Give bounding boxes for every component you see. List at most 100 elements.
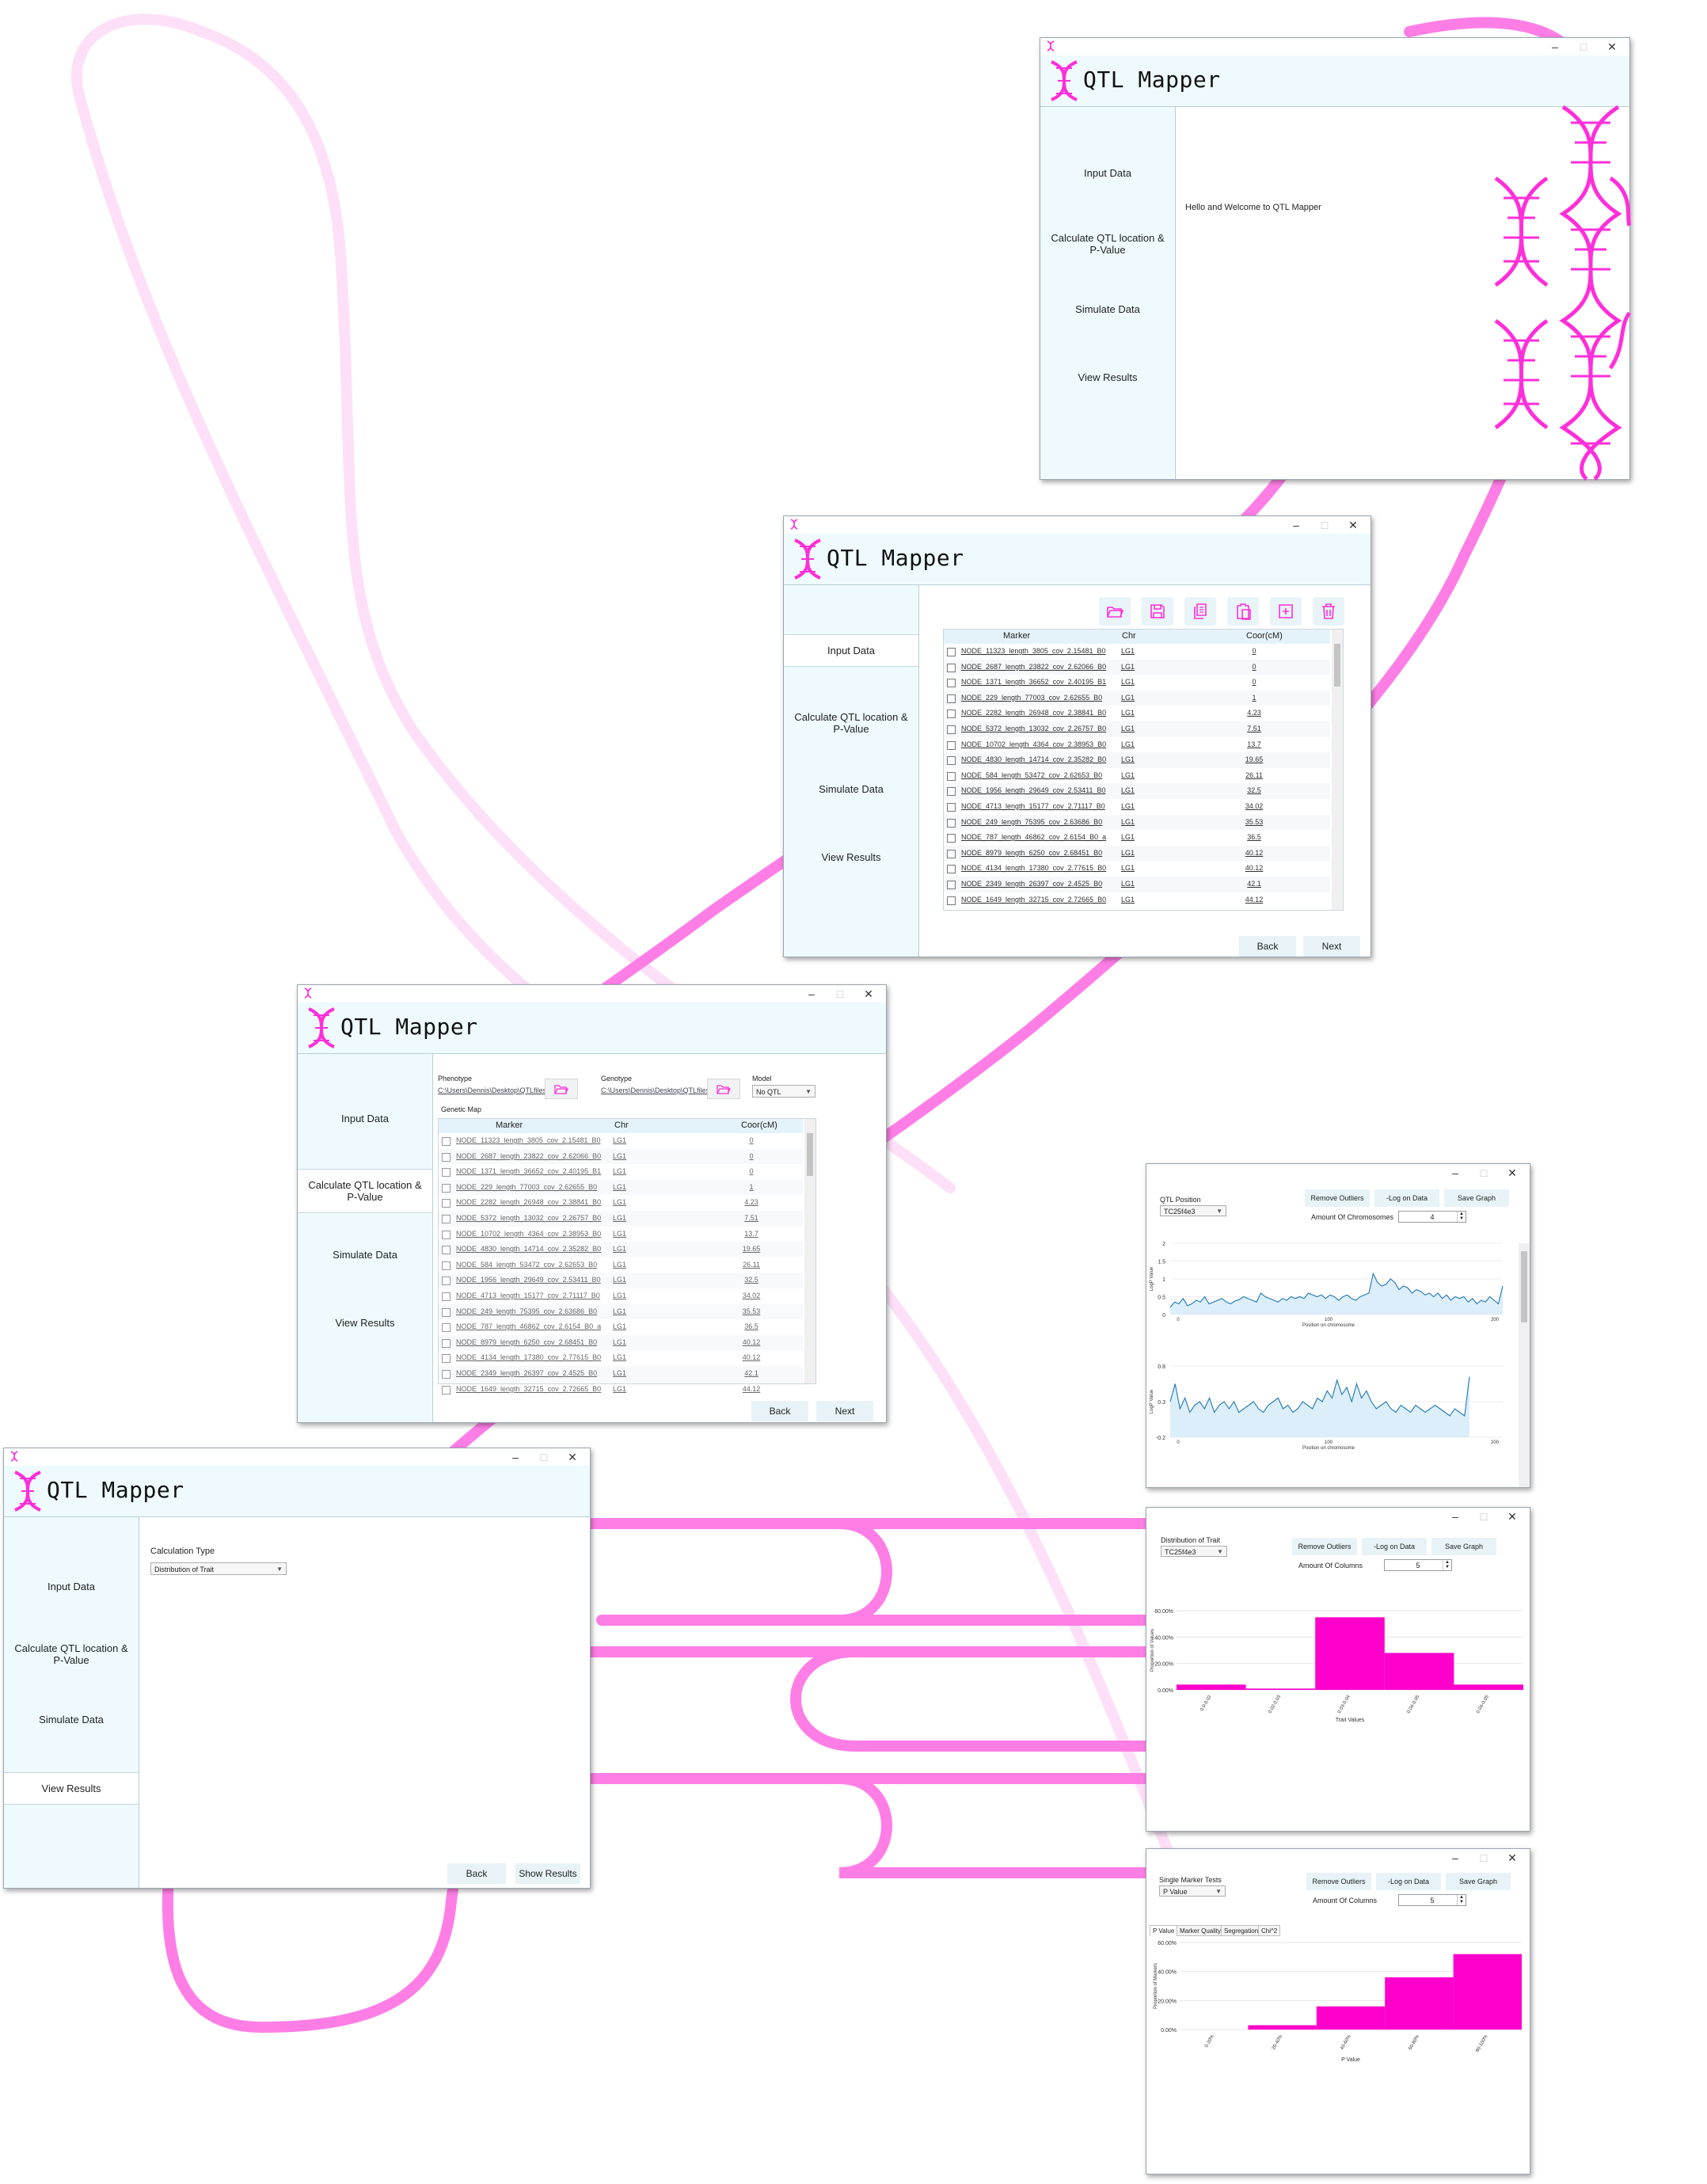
chr-cell[interactable]: LG1	[613, 1276, 627, 1284]
coor-cell[interactable]: 36.5	[744, 1322, 758, 1331]
close-button[interactable]: ✕	[864, 987, 873, 1000]
table-row[interactable]: NODE_1956_length_29649_cov_2.53411_B0 LG1…	[944, 783, 1330, 799]
marker-cell[interactable]: NODE_5372_length_13032_cov_2.26757_B0	[961, 725, 1107, 732]
back-button[interactable]: Back	[1239, 936, 1296, 957]
chr-cell[interactable]: LG1	[1121, 693, 1135, 702]
coor-cell[interactable]: 35.53	[742, 1307, 761, 1315]
save-button[interactable]	[1142, 597, 1173, 626]
close-button[interactable]: ✕	[568, 1451, 577, 1463]
scrollbar-thumb[interactable]	[807, 1133, 813, 1176]
marker-cell[interactable]: NODE_1371_length_36652_cov_2.40195_B1	[961, 678, 1107, 687]
chr-cell[interactable]: LG1	[1121, 880, 1135, 888]
row-checkbox[interactable]	[947, 865, 956, 874]
close-button[interactable]: ✕	[1607, 40, 1617, 53]
back-button[interactable]: Back	[447, 1863, 506, 1884]
row-checkbox[interactable]	[442, 1152, 451, 1162]
coor-cell[interactable]: 19.65	[742, 1245, 761, 1254]
chr-cell[interactable]: LG1	[1121, 786, 1135, 795]
maximize-button[interactable]: □	[836, 987, 844, 1000]
next-button[interactable]: Next	[816, 1401, 873, 1421]
coor-cell[interactable]: 7.51	[1247, 725, 1261, 732]
coor-cell[interactable]: 1	[749, 1182, 754, 1191]
paste-button[interactable]	[1227, 597, 1259, 626]
coor-cell[interactable]: 34.02	[1245, 802, 1264, 810]
spin-arrows-icon[interactable]: ▲▼	[1457, 1895, 1466, 1905]
sidebar-item-input-data[interactable]: Input Data	[1084, 167, 1131, 179]
marker-cell[interactable]: NODE_1649_length_32715_cov_2.72665_B0	[456, 1384, 602, 1393]
row-checkbox[interactable]	[442, 1183, 451, 1193]
row-checkbox[interactable]	[947, 787, 956, 797]
minimize-button[interactable]: –	[1452, 1510, 1458, 1523]
close-button[interactable]: ✕	[1348, 519, 1358, 531]
row-checkbox[interactable]	[442, 1137, 451, 1146]
table-row[interactable]: NODE_4134_length_17380_cov_2.77615_B0 LG1…	[944, 861, 1330, 877]
trait-select[interactable]: TC25f4e3▼	[1161, 1546, 1227, 1557]
marker-cell[interactable]: NODE_8979_length_6250_cov_2.68451_B0	[961, 848, 1103, 857]
marker-cell[interactable]: NODE_2687_length_23822_cov_2.62066_B0	[456, 1151, 602, 1160]
row-checkbox[interactable]	[947, 818, 956, 828]
minimize-button[interactable]: –	[1452, 1166, 1458, 1179]
row-checkbox[interactable]	[442, 1168, 451, 1178]
chr-cell[interactable]: LG1	[613, 1307, 627, 1315]
chr-cell[interactable]: LG1	[1121, 864, 1135, 873]
row-checkbox[interactable]	[947, 648, 956, 656]
coor-cell[interactable]: 0	[1252, 647, 1256, 655]
coor-cell[interactable]: 42.1	[744, 1369, 758, 1377]
row-checkbox[interactable]	[947, 740, 956, 750]
minimize-button[interactable]: –	[1452, 1851, 1458, 1864]
row-checkbox[interactable]	[947, 725, 956, 734]
sidebar-item-view-results[interactable]: View Results	[335, 1317, 395, 1329]
chr-cell[interactable]: LG1	[1121, 725, 1135, 732]
tab-marker-quality[interactable]: Marker Quality	[1177, 1925, 1225, 1936]
marker-cell[interactable]: NODE_1649_length_32715_cov_2.72665_B0	[961, 895, 1107, 904]
close-button[interactable]: ✕	[1507, 1851, 1517, 1864]
sidebar-item-view-results[interactable]: View Results	[821, 851, 881, 863]
phenotype-browse-button[interactable]	[545, 1079, 578, 1099]
sidebar-item-calculate[interactable]: Calculate QTL location &P-Value	[784, 711, 918, 735]
tab-segregation[interactable]: Segregation	[1221, 1925, 1262, 1936]
chr-cell[interactable]: LG1	[613, 1322, 627, 1331]
single-marker-select[interactable]: P Value▼	[1159, 1885, 1226, 1897]
marker-cell[interactable]: NODE_4134_length_17380_cov_2.77615_B0	[961, 864, 1107, 873]
chr-cell[interactable]: LG1	[613, 1182, 627, 1191]
sidebar-item-view-results[interactable]: View Results	[4, 1772, 139, 1805]
phenotype-path-field[interactable]: C:\Users\Dennis\Desktop\QTLfiles	[438, 1086, 547, 1094]
coor-cell[interactable]: 4.23	[744, 1198, 758, 1207]
marker-cell[interactable]: NODE_4134_length_17380_cov_2.77615_B0	[456, 1353, 602, 1362]
chr-cell[interactable]: LG1	[613, 1337, 627, 1346]
remove-outliers-button[interactable]: Remove Outliers	[1305, 1189, 1370, 1207]
coor-cell[interactable]: 44.12	[1245, 895, 1264, 904]
row-checkbox[interactable]	[947, 679, 956, 688]
minimize-button[interactable]: –	[1293, 519, 1299, 531]
marker-cell[interactable]: NODE_11323_length_3805_cov_2.15481_B0	[961, 647, 1106, 655]
row-checkbox[interactable]	[442, 1261, 451, 1270]
row-checkbox[interactable]	[442, 1323, 451, 1333]
coor-cell[interactable]: 35.53	[1245, 817, 1264, 826]
maximize-button[interactable]: □	[1480, 1166, 1488, 1179]
sidebar-item-input-data[interactable]: Input Data	[784, 634, 918, 667]
remove-outliers-button[interactable]: Remove Outliers	[1306, 1873, 1371, 1890]
calculation-type-select[interactable]: Distribution of Trait▼	[150, 1562, 287, 1575]
row-checkbox[interactable]	[947, 694, 956, 703]
coor-cell[interactable]: 34.02	[742, 1292, 761, 1299]
log-on-data-button[interactable]: -Log on Data	[1362, 1538, 1427, 1555]
marker-cell[interactable]: NODE_5372_length_13032_cov_2.26757_B0	[456, 1214, 602, 1222]
row-checkbox[interactable]	[947, 771, 956, 781]
marker-cell[interactable]: NODE_1956_length_29649_cov_2.53411_B0	[961, 786, 1106, 795]
coor-cell[interactable]: 40.12	[1245, 848, 1264, 857]
sidebar-item-simulate[interactable]: Simulate Data	[333, 1249, 397, 1261]
marker-cell[interactable]: NODE_4830_length_14714_cov_2.35282_B0	[456, 1245, 602, 1254]
coor-cell[interactable]: 0	[1252, 678, 1256, 687]
coor-cell[interactable]: 1	[1252, 693, 1256, 702]
marker-cell[interactable]: NODE_229_length_77003_cov_2.62655_B0	[961, 693, 1103, 702]
row-checkbox[interactable]	[442, 1230, 451, 1239]
row-checkbox[interactable]	[442, 1199, 451, 1208]
